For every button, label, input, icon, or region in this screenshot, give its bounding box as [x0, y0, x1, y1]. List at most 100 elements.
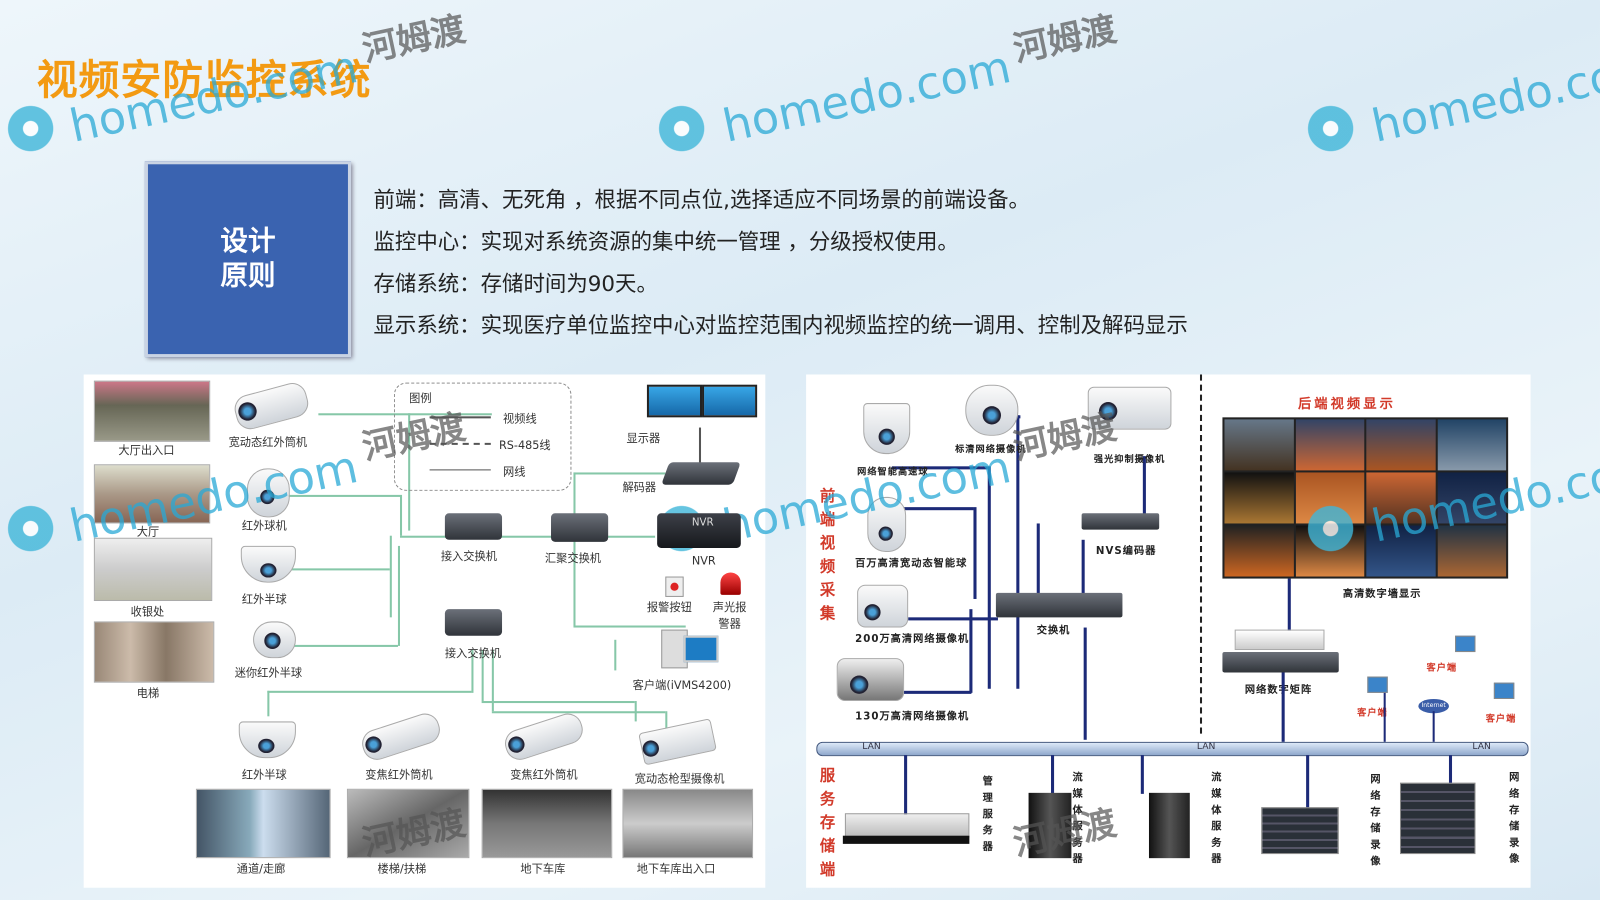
streaming-server-icon: [1028, 792, 1072, 859]
alarm-button-label: 报警按钮: [646, 601, 692, 615]
hd-smart-dome-icon: [867, 496, 907, 553]
point-control-center: 监控中心：实现对系统资源的集中统一管理 ，分级授权使用。: [373, 229, 959, 255]
camera-label: 强光抑制摄像机: [1093, 455, 1166, 466]
watermark-logo-icon: [2, 99, 60, 158]
network-storage-icon: [1261, 807, 1339, 855]
access-switch-icon: [444, 609, 503, 636]
camera-label: 网络智能高速球: [857, 467, 929, 478]
bottom-location-label: 楼梯/扶梯: [377, 862, 427, 876]
point-display: 显示系统：实现医疗单位监控中心对监控范围内视频监控的统一调用、控制及解码显示: [373, 313, 1188, 338]
server-label: 流媒体服务器: [1211, 772, 1222, 866]
video-wall-label: 高清数字墙显示: [1342, 588, 1422, 600]
box-camera-icon: [638, 718, 717, 766]
video-wall: [1222, 417, 1509, 579]
legend-title: 图例: [409, 391, 432, 406]
lan-bus: LAN LAN LAN: [816, 741, 1529, 757]
nvs-encoder-label: NVS编码器: [1095, 545, 1157, 558]
decoder-label: 解码器: [622, 480, 657, 494]
lan-label: LAN: [1196, 741, 1216, 753]
switch-label: 交换机: [1036, 625, 1071, 637]
camera-label: 200万高清网络摄像机: [855, 633, 970, 645]
location-label: 大厅出入口: [118, 443, 175, 458]
nvr-badge: NVR: [691, 517, 714, 529]
core-switch-icon: [551, 513, 609, 542]
watermark-brand: 河姆渡: [1009, 8, 1121, 71]
server-label: 网络存储录像: [1370, 774, 1381, 868]
lan-label: LAN: [862, 741, 881, 753]
sd-camera-icon: [965, 384, 1019, 436]
access-switch-icon: [444, 513, 503, 540]
decoder-icon: [661, 462, 741, 485]
digital-matrix-icon: [1222, 652, 1339, 673]
nvr-icon: NVR: [657, 513, 741, 548]
box-line-2: 原则: [220, 260, 276, 292]
bottom-camera-label: 变焦红外筒机: [365, 768, 433, 782]
design-principle-box: 设计原则: [144, 161, 352, 358]
bullet-camera-icon: [501, 709, 587, 764]
watermark-logo-icon: [1302, 499, 1360, 558]
bottom-location-label: 地下车库: [520, 862, 566, 876]
server-label: 网络存储录像: [1509, 772, 1520, 866]
nvr-label: NVR: [691, 554, 716, 568]
watermark-logo-icon: [1302, 99, 1360, 158]
client-computer-icon: [1493, 682, 1515, 699]
box-line-1: 设计: [220, 225, 276, 258]
camera-label: 宽动态红外筒机: [228, 435, 308, 449]
server-label: 流媒体服务器: [1072, 772, 1083, 866]
client-label: 客户端(iVMS4200): [632, 678, 732, 692]
camera-label: 130万高清网络摄像机: [855, 711, 970, 723]
front-capture-label: 前端视频采集: [819, 486, 836, 623]
service-storage-label: 服务存储端: [819, 766, 836, 879]
legend-rs485-line: RS-485线: [498, 438, 551, 453]
client-label: 客户端: [1357, 708, 1388, 719]
client-computer-icon: [683, 635, 719, 663]
client-label: 客户端: [1485, 714, 1517, 725]
right-topology-diagram: 前端视频采集 网络智能高速球 标清网络摄像机 强光抑制摄像机 百万高清宽动态智能…: [806, 374, 1531, 888]
hd-network-camera-icon: [836, 658, 905, 702]
bullet-camera-icon: [231, 379, 312, 433]
client-label: 客户端: [1426, 663, 1458, 674]
management-server-icon: [844, 813, 970, 838]
bottom-camera-label: 红外半球: [241, 768, 287, 782]
nvs-encoder-icon: [1081, 513, 1160, 530]
legend-network-line: 网线: [503, 465, 526, 479]
legend-video-line: 视频线: [503, 412, 537, 426]
camera-label: 百万高清宽动态智能球: [855, 558, 968, 570]
dome-camera-icon: [238, 721, 296, 759]
alarm-button-icon: [665, 576, 684, 597]
location-label: 大厅: [136, 525, 160, 539]
core-switch-label: 汇聚交换机: [544, 552, 602, 566]
server-label: 管理服务器: [982, 776, 993, 854]
watermark-brand: 河姆渡: [358, 8, 470, 71]
watermark: homedo.com: [1367, 41, 1600, 153]
left-topology-diagram: 大厅出入口 大厅 收银处 电梯 宽动态红外筒机 红外球机 红外半球 迷你红外半球…: [83, 374, 766, 888]
access-switch-label: 接入交换机: [440, 549, 497, 564]
watermark-site: homedo.com: [718, 41, 1016, 153]
camera-label: 迷你红外半球: [234, 666, 303, 680]
internet-icon: Internet: [1418, 698, 1449, 714]
access-switch-label: 接入交换机: [444, 646, 502, 661]
alarm-light-label: 声光报警器: [712, 601, 747, 631]
watermark-site: homedo.com: [1367, 41, 1600, 153]
lan-label: LAN: [1472, 741, 1491, 753]
bullet-camera-icon: [358, 709, 444, 764]
bottom-location-label: 地下车库出入口: [636, 862, 716, 876]
client-computer-icon: [1455, 635, 1476, 653]
network-switch-icon: [995, 592, 1123, 618]
watermark-logo-icon: [2, 499, 60, 558]
back-display-title: 后端视频显示: [1297, 396, 1396, 413]
dome-camera-icon: [240, 545, 296, 583]
matrix-label: 网络数字矩阵: [1244, 684, 1313, 696]
bottom-camera-label: 变焦红外筒机: [510, 768, 578, 782]
hd-network-camera-icon: [857, 584, 909, 628]
camera-label: 标清网络摄像机: [955, 444, 1027, 456]
streaming-server-icon: [1148, 792, 1190, 859]
matrix-top-unit-icon: [1234, 629, 1325, 650]
mini-dome-camera-icon: [253, 621, 296, 659]
watermark: homedo.com: [718, 41, 1015, 153]
slide-title: 视频安防监控系统: [36, 57, 372, 105]
watermark-logo-icon: [653, 99, 711, 158]
bottom-camera-label: 宽动态枪型摄像机: [634, 772, 725, 786]
network-storage-icon: [1399, 782, 1476, 855]
